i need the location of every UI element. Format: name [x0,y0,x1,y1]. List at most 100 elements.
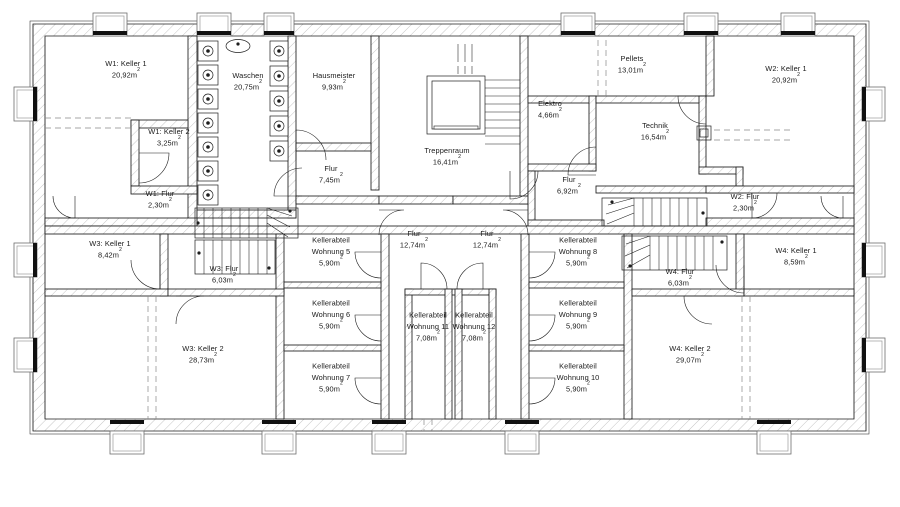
window-icon [780,12,816,37]
washing-machine-icon [197,136,219,158]
room-area: 5,90m2 [566,255,590,268]
room-area: 20,92m2 [772,72,800,85]
room-name: W3: Keller 1 [89,239,130,248]
room-name: Kellerabteil [455,310,493,319]
room-area: 5,90m2 [319,318,343,331]
window-icon [504,420,540,455]
room-label-w3-keller-1: W3: Keller 18,42m2 [89,239,130,260]
room-area: 7,08m2 [416,330,440,343]
room-name: W4: Flur [666,267,695,276]
room-area: 6,03m2 [212,272,236,285]
room-label-w1-keller-2: W1: Keller 23,25m2 [148,127,189,148]
room-area: 29,07m2 [676,352,704,365]
room-name: Kellerabteil [312,298,350,307]
washing-machines-right [269,40,289,162]
room-name: Kellerabteil [312,361,350,370]
doors [52,95,844,405]
window-icon [263,12,295,37]
interior-walls [44,35,855,420]
room-name: W3: Keller 2 [182,344,223,353]
room-name: Pellets [621,54,644,63]
room-name: Wohnung 10 [557,373,600,382]
room-area: 20,92m2 [112,67,140,80]
room-name: W1: Flur [146,189,175,198]
room-name: W1: Keller 2 [148,127,189,136]
room-name: Waschen [232,71,263,80]
room-name: W4: Keller 1 [775,246,816,255]
room-area: 5,90m2 [566,381,590,394]
room-area: 2,30m2 [148,197,172,210]
room-name: Kellerabteil [559,361,597,370]
elevator-shaft [426,75,486,135]
room-name: Wohnung 8 [559,247,598,256]
room-area: 9,93m2 [322,79,346,92]
room-name: W4: Keller 2 [669,344,710,353]
washing-machine-icon [269,115,289,137]
window-icon [861,242,886,278]
room-name: Flur [480,229,494,238]
window-group-top [92,12,816,37]
window-icon [683,12,719,37]
treppenraum-stairs [457,44,520,145]
washing-machine-icon [269,65,289,87]
room-name: Wohnung 12 [453,322,496,331]
window-icon [756,420,792,455]
room-area: 12,74m2 [400,237,428,250]
window-icon [861,86,886,122]
room-name: Treppenraum [424,146,469,155]
washing-machines-left [197,40,219,206]
window-icon [261,420,297,455]
room-area: 6,03m2 [668,275,692,288]
washing-machine-icon [197,160,219,182]
room-area: 6,92m2 [557,183,581,196]
room-area: 7,08m2 [462,330,486,343]
window-group-left [13,86,38,373]
window-icon [861,337,886,373]
window-icon [92,12,128,37]
room-name: Kellerabteil [559,298,597,307]
room-area: 5,90m2 [319,255,343,268]
washing-machine-icon [269,90,289,112]
room-name: Wohnung 9 [559,310,598,319]
room-area: 13,01m2 [618,62,646,75]
room-name: W3: Flur [210,264,239,273]
window-icon [13,337,38,373]
room-label-w4-keller-2: W4: Keller 229,07m2 [669,344,710,365]
washing-machine-icon [197,40,219,62]
window-icon [13,242,38,278]
window-icon [13,86,38,122]
window-group-right [861,86,886,373]
room-name: Elektro [538,99,562,108]
room-label-w2-keller-1: W2: Keller 120,92m2 [765,64,806,85]
sink-icon [225,39,251,53]
room-name: W2: Flur [731,192,760,201]
room-area: 16,41m2 [433,154,461,167]
room-name: Kellerabteil [409,310,447,319]
window-icon [109,420,145,455]
room-name: Wohnung 6 [312,310,351,319]
room-name: Flur [407,229,421,238]
window-icon [196,12,232,37]
room-area: 28,73m2 [189,352,217,365]
room-area: 12,74m2 [473,237,501,250]
right-staircase [601,197,728,271]
room-name: Wohnung 7 [312,373,351,382]
room-name: W1: Keller 1 [105,59,146,68]
room-name: Flur [562,175,576,184]
room-name: Wohnung 5 [312,247,351,256]
